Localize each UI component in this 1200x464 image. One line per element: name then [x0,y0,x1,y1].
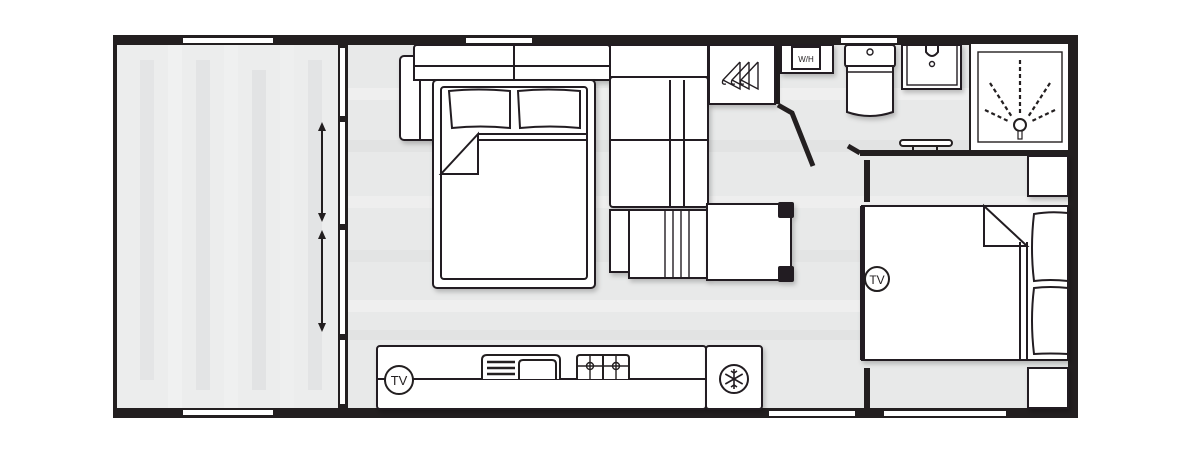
burner-icon [585,361,595,371]
bed-pillow-bottom [1031,286,1069,356]
cooktop[interactable] [576,354,630,379]
bathroom-door[interactable] [776,102,862,167]
tv-bedroom[interactable]: TV [864,266,890,292]
deck-floor [116,44,344,410]
water-heater: W/H [780,44,834,74]
basin[interactable] [901,44,962,90]
windows [183,38,1006,416]
pillow-left [447,88,511,130]
sofa-bed[interactable] [432,79,596,289]
tv-kitchen[interactable]: TV [384,365,414,395]
bed-pillow-top [1031,211,1069,283]
tv-kitchen-label: TV [391,373,408,388]
window-living-top [466,38,532,43]
shower[interactable] [969,44,1068,150]
wardrobe[interactable] [708,44,776,105]
chaise-sections[interactable] [609,209,708,279]
window-deck-bottom [183,410,273,415]
window-bottom-2 [884,411,1006,416]
towel-rail [899,139,953,151]
water-heater-label: W/H [798,55,814,64]
pillow-right [516,88,581,130]
snowflake-icon [724,369,744,389]
shower-spray-icon [984,60,1056,140]
sliding-doors[interactable] [318,48,345,404]
window-deck-top [183,38,273,43]
slide-arrow-icon [318,122,326,332]
toilet[interactable] [844,44,896,117]
burner-icon [611,361,621,371]
clothes-hanger-icon [721,61,759,91]
window-bottom-1 [769,411,855,416]
window-bath-top [841,38,897,43]
bedside-table-top [1027,155,1069,197]
bedside-table-bottom [1027,367,1069,409]
walls [113,35,1078,418]
fridge[interactable] [705,345,763,410]
tv-bedroom-label: TV [869,273,884,287]
ottoman[interactable] [706,202,794,282]
double-bed[interactable] [860,203,1069,361]
sink[interactable] [481,354,561,379]
